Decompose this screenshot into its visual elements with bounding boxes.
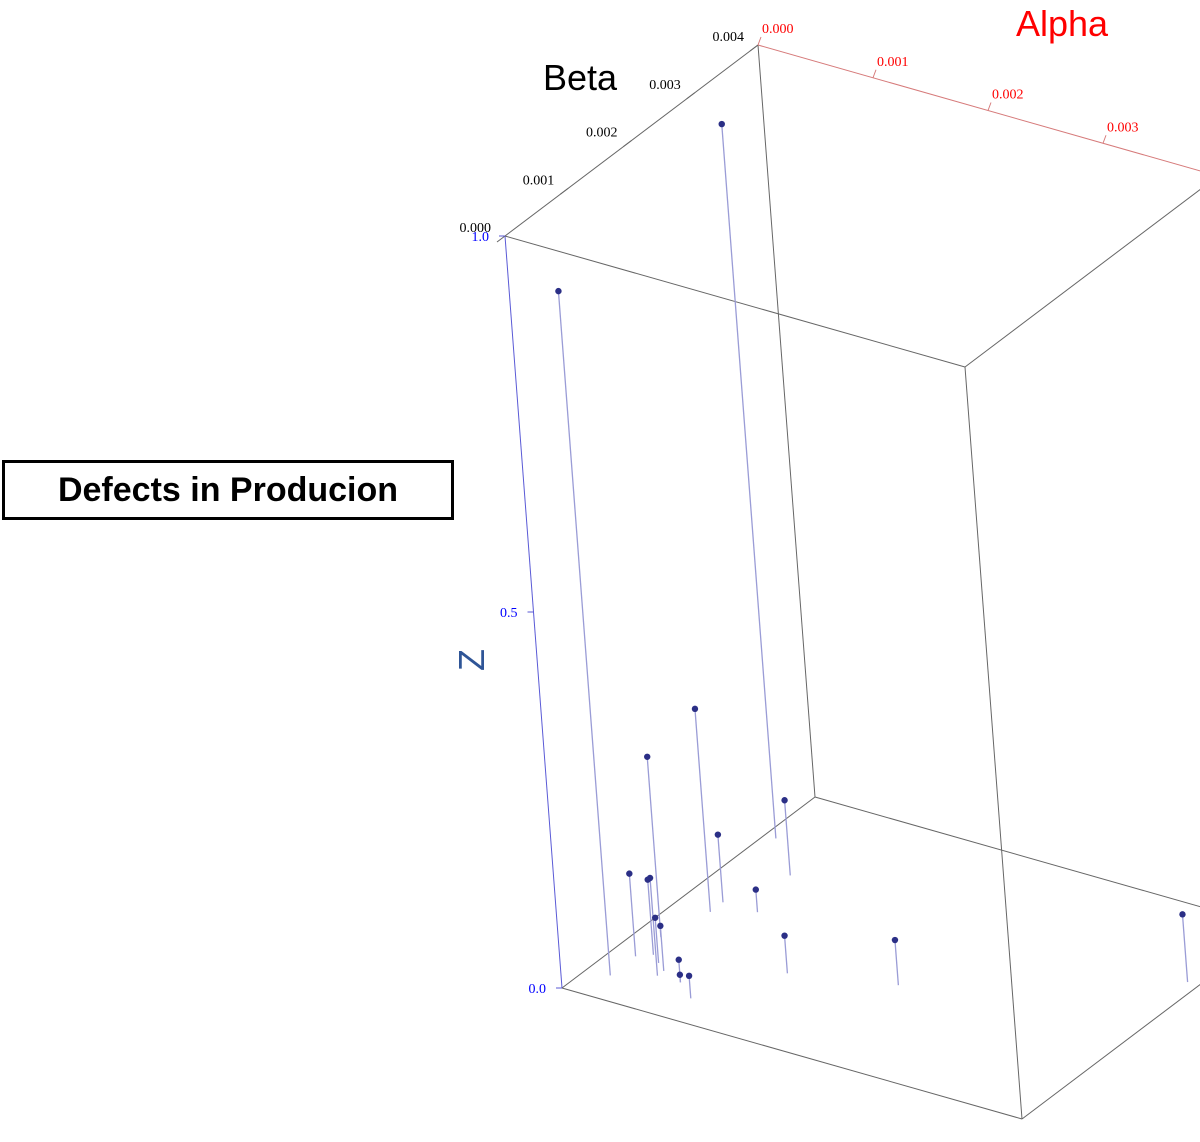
box-edge — [757, 44, 1200, 172]
alpha-tick-label: 0.003 — [1107, 120, 1139, 135]
box-edge — [1021, 983, 1200, 1120]
stem-lines — [557, 124, 1189, 999]
beta-axis-title: Beta — [543, 57, 618, 98]
z-tick-label: 0.0 — [529, 982, 547, 997]
beta-tick-mark — [749, 44, 759, 52]
data-point — [891, 936, 899, 944]
data-point — [781, 797, 788, 804]
data-point — [555, 287, 562, 295]
data-point — [676, 971, 684, 978]
data-point — [651, 914, 659, 921]
data-point — [644, 876, 651, 883]
stem-line — [894, 939, 900, 986]
stem-line — [717, 834, 724, 903]
data-point — [675, 956, 682, 963]
data-point — [718, 120, 725, 128]
data-point — [626, 870, 633, 877]
data-point — [781, 932, 788, 939]
z-tick-label: 1.0 — [472, 230, 490, 245]
stem-line — [647, 879, 655, 955]
alpha-tick-label: 0.000 — [762, 22, 794, 37]
beta-tick-label: 0.002 — [586, 126, 618, 141]
alpha-tick-mark — [1102, 135, 1107, 144]
tick-labels: 0.000 0.001 0.002 0.003 0.004 0.000 0.001 0.002… — [460, 22, 1139, 997]
stem-line — [783, 935, 789, 974]
box-edge — [964, 366, 1023, 1120]
data-points — [555, 120, 1186, 980]
data-point — [685, 972, 693, 980]
beta-tick-mark — [686, 92, 696, 100]
data-point — [1179, 911, 1186, 918]
chart-title: Defects in Producion — [57, 470, 399, 509]
beta-tick-mark — [496, 235, 506, 243]
data-point — [691, 705, 699, 713]
stem-line — [649, 877, 659, 976]
beta-tick-mark — [559, 187, 569, 195]
stem-line — [654, 917, 660, 963]
beta-tick-mark — [623, 140, 632, 147]
data-point — [714, 831, 722, 838]
box-edge — [757, 44, 816, 798]
stem-line — [783, 800, 791, 876]
beta-tick-label: 0.000 — [460, 221, 492, 236]
bounding-box — [504, 44, 1200, 1120]
alpha-tick-mark — [872, 69, 877, 78]
stem-line — [557, 291, 611, 976]
z-tick-label: 0.5 — [500, 606, 518, 621]
beta-tick-label: 0.003 — [649, 78, 681, 93]
stem-line — [628, 873, 637, 957]
stem-line — [1181, 914, 1189, 983]
stem-line — [659, 925, 665, 971]
alpha-tick-label: 0.001 — [877, 55, 909, 70]
chart-title-box: Defects in Producion — [2, 460, 454, 520]
data-point — [644, 753, 651, 760]
beta-tick-label: 0.001 — [523, 173, 555, 188]
box-edge — [814, 796, 1200, 908]
data-point — [752, 886, 759, 893]
box-edge — [561, 987, 1023, 1120]
alpha-tick-mark — [987, 102, 992, 111]
alpha-axis-title: Alpha — [1016, 3, 1109, 44]
stem-line — [646, 756, 662, 938]
z-axis-title: Z — [451, 649, 492, 671]
box-edge — [964, 188, 1200, 368]
box-edge — [561, 796, 816, 989]
alpha-tick-label: 0.002 — [992, 88, 1024, 103]
stem-line — [721, 124, 777, 839]
stem-line — [755, 889, 759, 913]
beta-tick-label: 0.004 — [713, 30, 745, 45]
alpha-tick-mark — [757, 36, 762, 46]
data-point — [657, 922, 664, 930]
stem-line — [688, 975, 692, 999]
stem-line — [694, 708, 711, 912]
